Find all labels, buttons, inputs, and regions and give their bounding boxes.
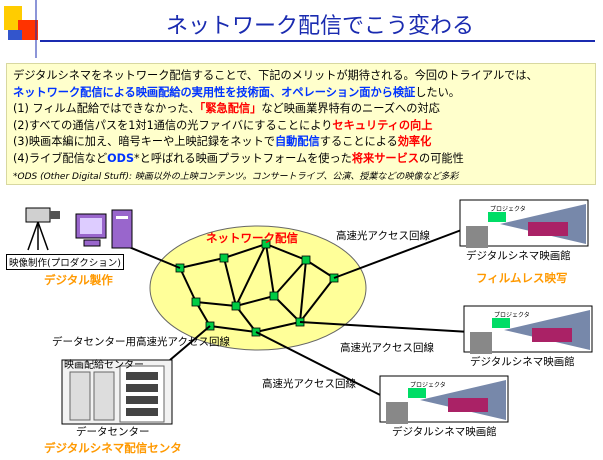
intro-highlight: ネットワーク配信による映画配給の実用性を技術面、オペレーション面から検証 [13,85,416,99]
benefit-item-3: (3)映画本編に加え、暗号キーや上映記録をネットで自動配信することによる効率化 [13,134,589,151]
theater-1-caption: フィルムレス映写 [476,271,568,285]
benefit-4-text: (4)ライブ配信など [13,151,108,165]
access-line-label-3: 高速光アクセス回線 [262,378,356,390]
benefit-3-highlight: 自動配信 [274,135,320,148]
access-line-label-2: 高速光アクセス回線 [340,342,434,354]
theater-2-label: デジタルシネマ映画館 [470,356,575,368]
benefit-4-mid: *と呼ばれる映画プラットフォームを使った [134,151,352,165]
access-lines [111,225,473,401]
datacenter-label: データセンター [76,426,150,438]
benefit-1-text: (1) フィルム配給ではできなかった、 [13,102,200,115]
workstation-icon [75,209,133,249]
benefit-4-tail: の可能性 [419,151,464,165]
corner-decoration [4,0,38,58]
distribution-center-label: 映画配給センター [64,360,144,371]
projector-tag-2: プロジェクタ [494,312,530,319]
benefit-item-1: (1) フィルム配給ではできなかった、「緊急配信」など映画業界特有のニーズへの対… [13,101,589,118]
benefit-3-mid: することによる [319,135,398,148]
theater-3-icon [379,375,509,424]
benefit-4-highlight: ODS [107,151,135,165]
ods-footnote: *ODS (Other Digital Stuff): 映画以外の上映コンテンツ… [13,172,459,182]
benefit-1-highlight: 「緊急配信」 [199,102,262,115]
network-label: ネットワーク配信 [206,231,298,245]
network-cloud [149,225,367,351]
intro-line-1: デジタルシネマをネットワーク配信することで、下記のメリットが期待される。今回のト… [13,69,538,82]
theater-1-label: デジタルシネマ映画館 [466,250,571,262]
camera-icon [25,207,60,251]
benefit-item-2: (2)すべての通信パスを1対1通信の光ファイバにすることによりセキュリティの向上 [13,118,589,135]
access-line-label-1: 高速光アクセス回線 [336,230,430,242]
benefit-2-highlight: セキュリティの向上 [332,118,433,132]
intro-panel: デジタルシネマをネットワーク配信することで、下記のメリットが期待される。今回のト… [6,63,596,185]
benefit-3-highlight-2: 効率化 [397,135,432,148]
projector-tag-1: プロジェクタ [490,206,526,213]
intro-line-2-suffix: したい。 [415,85,460,99]
benefit-4-highlight-2: 将来サービス [351,151,419,165]
page-title: ネットワーク配信でこう変わる [165,14,474,39]
benefit-1-tail: など映画業界特有のニーズへの対応 [261,102,440,115]
benefit-2-text: (2)すべての通信パスを1対1通信の光ファイバにすることにより [13,118,333,132]
projector-tag-3: プロジェクタ [410,382,446,389]
datacenter-caption: デジタルシネマ配信センタ [44,441,182,455]
production-caption: デジタル製作 [44,273,113,287]
datacenter-line-label: データセンター用高速光アクセス回線 [52,336,230,348]
title-divider [40,40,595,42]
production-label: 映像制作(プロダクション) [6,254,124,270]
intro-line-2: ネットワーク配信による映画配給の実用性を技術面、オペレーション面から検証したい。 [13,85,589,102]
theater-3-label: デジタルシネマ映画館 [392,426,497,438]
benefit-item-4: (4)ライブ配信などODS*と呼ばれる映画プラットフォームを使った将来サービスの… [13,151,589,168]
theater-1-icon [459,199,589,248]
datacenter-icon [61,359,173,425]
theater-2-icon [463,305,593,354]
benefit-3-text: (3)映画本編に加え、暗号キーや上映記録をネットで [13,135,275,148]
